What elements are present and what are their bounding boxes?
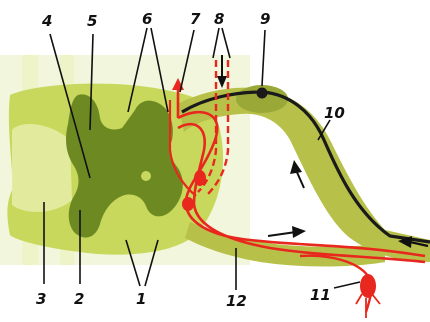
label-9: 9 xyxy=(260,10,270,28)
flow-arrow-nerve-head xyxy=(290,160,302,174)
dorsal-root-band xyxy=(178,87,430,262)
leader-10 xyxy=(317,119,331,141)
label-5: 5 xyxy=(87,12,97,30)
motor-fiber-lower xyxy=(177,122,426,264)
label-4: 4 xyxy=(41,12,52,30)
label-1: 1 xyxy=(136,290,146,308)
label-8: 8 xyxy=(214,10,224,28)
effector-ganglion xyxy=(360,274,376,298)
leader-6a xyxy=(127,27,148,113)
effector-branch xyxy=(355,293,381,318)
central-canal xyxy=(141,171,151,181)
flow-arrow-lower-shaft xyxy=(267,231,297,237)
leader-1a xyxy=(125,239,141,287)
gray-matter xyxy=(66,94,183,238)
dashed-fiber-2 xyxy=(205,60,230,197)
label-12: 12 xyxy=(226,292,247,310)
flow-arrow-right-head xyxy=(398,236,412,248)
sensory-neuron-fiber xyxy=(181,90,430,244)
sensory-neuron-body xyxy=(256,87,268,99)
label-6: 6 xyxy=(142,10,152,28)
label-7: 7 xyxy=(190,10,201,28)
dashed-fiber-1 xyxy=(197,60,218,193)
leader-5 xyxy=(89,33,94,131)
leader-lines xyxy=(43,27,361,290)
white-matter-light-left xyxy=(12,124,72,212)
leader-8b xyxy=(221,27,231,59)
label-3: 3 xyxy=(36,290,46,308)
leader-6b xyxy=(150,27,169,113)
label-10: 10 xyxy=(324,104,345,122)
motor-neuron-body-2 xyxy=(182,197,194,211)
leader-4 xyxy=(49,33,91,179)
leader-9 xyxy=(261,29,266,87)
descending-arrow-head xyxy=(217,76,227,88)
leader-1b xyxy=(144,239,159,287)
flow-arrow-nerve-shaft xyxy=(295,169,305,189)
leader-7 xyxy=(179,29,195,93)
motor-neuron-body-1 xyxy=(194,170,206,186)
leader-11 xyxy=(333,281,361,289)
label-2: 2 xyxy=(74,290,84,308)
flow-arrow-lower-head xyxy=(292,226,306,238)
interneuron-fiber xyxy=(168,100,197,197)
leader-8a xyxy=(212,27,220,59)
flow-arrow-right-shaft xyxy=(409,240,429,248)
label-11: 11 xyxy=(310,286,331,304)
